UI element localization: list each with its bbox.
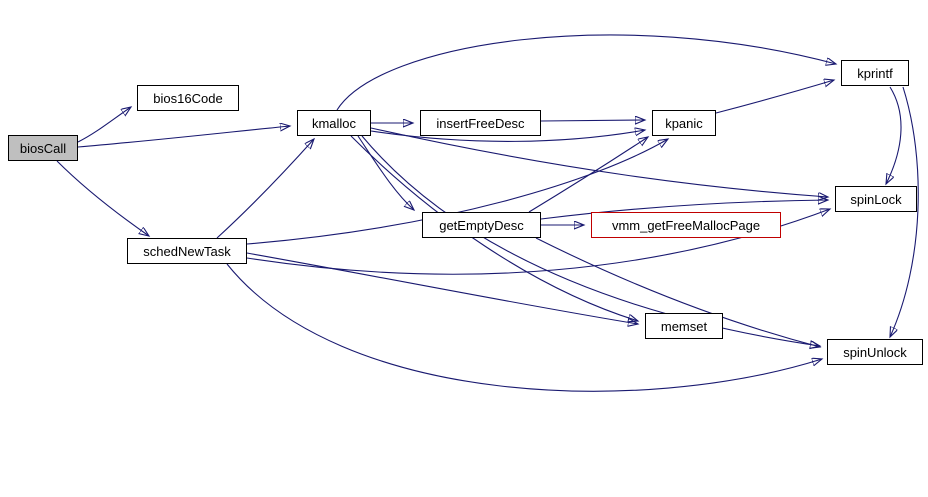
edge-schedNewTask-kmalloc — [216, 139, 314, 239]
edge-schedNewTask-kpanic — [246, 139, 668, 245]
node-memset[interactable]: memset — [645, 313, 723, 339]
edge-getEmptyDesc-spinUnlock — [535, 237, 820, 347]
edge-kprintf-spinLock — [886, 86, 902, 184]
node-kprintf[interactable]: kprintf — [841, 60, 909, 86]
edge-biosCall-bios16Code — [77, 107, 131, 143]
edge-schedNewTask-memset — [246, 252, 638, 324]
node-kpanic[interactable]: kpanic — [652, 110, 716, 136]
node-spinUnlock[interactable]: spinUnlock — [827, 339, 923, 365]
node-getEmptyDesc[interactable]: getEmptyDesc — [422, 212, 541, 238]
edge-kprintf-spinUnlock — [890, 86, 919, 337]
edge-kmalloc-spinLock — [370, 127, 828, 197]
edge-getEmptyDesc-kpanic — [528, 137, 648, 213]
edge-kmalloc-memset — [350, 135, 638, 321]
edge-insertFreeDesc-kpanic — [540, 120, 645, 121]
edge-kpanic-kprintf — [715, 80, 834, 114]
node-schedNewTask[interactable]: schedNewTask — [127, 238, 247, 264]
edge-kmalloc-kprintf — [336, 34, 836, 111]
node-spinLock[interactable]: spinLock — [835, 186, 917, 212]
node-kmalloc[interactable]: kmalloc — [297, 110, 371, 136]
node-insertFreeDesc[interactable]: insertFreeDesc — [420, 110, 541, 136]
edge-kmalloc-getEmptyDesc — [357, 135, 414, 210]
edge-biosCall-schedNewTask — [56, 160, 149, 236]
edge-kmalloc-spinUnlock — [361, 135, 820, 346]
edge-schedNewTask-spinUnlock — [226, 263, 822, 392]
node-biosCall[interactable]: biosCall — [8, 135, 78, 161]
node-vmm_getFreeMallocPage[interactable]: vmm_getFreeMallocPage — [591, 212, 781, 238]
edge-getEmptyDesc-spinLock — [540, 200, 828, 220]
node-bios16Code[interactable]: bios16Code — [137, 85, 239, 111]
edge-biosCall-kmalloc — [77, 126, 290, 148]
